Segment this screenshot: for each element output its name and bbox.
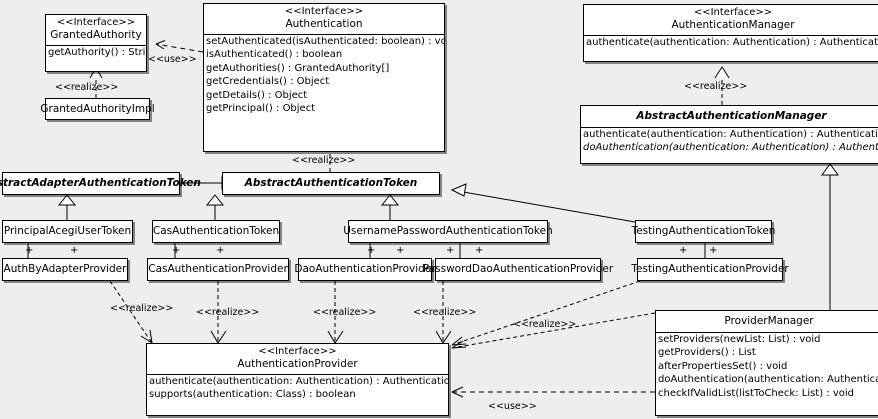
method-row: getDetails() : Object xyxy=(206,89,308,101)
class-methods: setProviders(newList: List) : void getPr… xyxy=(656,333,878,400)
method-row: isAuthenticated() : boolean xyxy=(206,49,343,61)
stereotype-label: <<Interface>> xyxy=(693,7,773,18)
class-username-password-authentication-token[interactable]: UsernamePasswordAuthenticationToken xyxy=(343,220,553,243)
class-name: AbstractAuthenticationManager xyxy=(636,110,827,122)
relationship-label-realize-granted-authority-impl: <<realize>> xyxy=(55,82,119,93)
relationship-label-realize-provider-manager: <<realize>> xyxy=(513,319,577,330)
class-abstract-authentication-manager[interactable]: AbstractAuthenticationManager authentica… xyxy=(580,105,878,164)
method-row: getAuthority() : String xyxy=(48,47,146,58)
class-abstract-authentication-token[interactable]: AbstractAuthenticationToken xyxy=(222,172,440,195)
class-header: <<Interface>> GrantedAuthority xyxy=(46,15,146,46)
class-cas-authentication-token[interactable]: CasAuthenticationToken xyxy=(152,220,280,243)
multiplicity-marker: + xyxy=(475,245,484,256)
class-header: ProviderManager xyxy=(656,311,878,333)
stereotype-label: <<Interface>> xyxy=(258,346,337,357)
method-row: authenticate(authentication: Authenticat… xyxy=(583,129,878,140)
class-cas-authentication-provider[interactable]: CasAuthenticationProvider xyxy=(147,258,289,281)
relationship-label-realize-abstract-authentication-manager: <<realize>> xyxy=(684,81,748,92)
class-testing-authentication-provider[interactable]: TestingAuthenticationProvider xyxy=(631,258,789,281)
class-methods: getAuthority() : String xyxy=(46,46,146,59)
class-authentication-manager[interactable]: <<Interface>> AuthenticationManager auth… xyxy=(583,4,878,62)
class-methods: setAuthenticated(isAuthenticated: boolea… xyxy=(204,35,444,115)
method-row: checkIfValidList(listToCheck: List) : vo… xyxy=(658,387,855,399)
relationship-label-realize-dao-provider: <<realize>> xyxy=(313,307,377,318)
class-abstract-adapter-authentication-token[interactable]: AbstractAdapterAuthenticationToken xyxy=(0,172,201,195)
class-header: <<Interface>> AuthenticationProvider xyxy=(147,344,448,375)
class-name: Authentication xyxy=(285,18,363,30)
class-name: PasswordDaoAuthenticationProvider xyxy=(422,263,614,275)
method-row: doAuthentication(authentication: Authent… xyxy=(583,142,878,154)
method-row: setProviders(newList: List) : void xyxy=(658,334,821,345)
class-auth-by-adapter-provider[interactable]: AuthByAdapterProvider xyxy=(2,258,128,281)
class-password-dao-authentication-provider[interactable]: PasswordDaoAuthenticationProvider xyxy=(423,258,613,281)
relationship-label-use-provider-manager: <<use>> xyxy=(488,401,537,412)
multiplicity-marker: + xyxy=(396,245,405,256)
method-row: afterPropertiesSet() : void xyxy=(658,360,788,372)
class-granted-authority-impl[interactable]: GrantedAuthorityImpl xyxy=(40,98,155,120)
stereotype-label: <<Interface>> xyxy=(56,17,136,28)
method-row: doAuthentication(authentication: Authent… xyxy=(658,374,878,386)
class-header: <<Interface>> AuthenticationManager xyxy=(584,5,878,36)
class-name: TestingAuthenticationToken xyxy=(631,225,776,237)
relationship-label-realize-auth-by-adapter-provider: <<realize>> xyxy=(110,303,174,314)
stereotype-label: <<Interface>> xyxy=(284,6,364,17)
class-name: AbstractAuthenticationToken xyxy=(244,177,418,189)
class-header: <<Interface>> Authentication xyxy=(204,4,444,35)
relationship-label-realize-abstract-authentication-token: <<realize>> xyxy=(292,155,356,166)
class-methods: authenticate(authentication: Authenticat… xyxy=(581,128,878,155)
relationship-label-realize-password-dao-provider: <<realize>> xyxy=(413,307,477,318)
method-row: authenticate(authentication: Authenticat… xyxy=(149,376,448,387)
class-name: AuthenticationProvider xyxy=(237,358,358,370)
multiplicity-marker: + xyxy=(216,245,225,256)
multiplicity-marker: + xyxy=(25,245,34,256)
class-name: GrantedAuthority xyxy=(50,29,142,41)
multiplicity-marker: + xyxy=(367,245,376,256)
method-row: authenticate(authentication: Authenticat… xyxy=(586,37,878,48)
class-dao-authentication-provider[interactable]: DaoAuthenticationProvider xyxy=(294,258,436,281)
relationship-label-realize-cas-provider: <<realize>> xyxy=(196,307,260,318)
class-authentication-provider[interactable]: <<Interface>> AuthenticationProvider aut… xyxy=(146,343,449,416)
class-name: UsernamePasswordAuthenticationToken xyxy=(343,225,553,237)
class-name: PrincipalAcegiUserToken xyxy=(3,225,132,237)
method-row: getCredentials() : Object xyxy=(206,76,330,88)
multiplicity-marker: + xyxy=(709,245,718,256)
class-methods: authenticate(authentication: Authenticat… xyxy=(584,36,878,49)
class-name: AuthenticationManager xyxy=(671,19,795,31)
class-name: AbstractAdapterAuthenticationToken xyxy=(0,177,201,189)
class-name: ProviderManager xyxy=(724,315,814,327)
method-row: supports(authentication: Class) : boolea… xyxy=(149,389,356,401)
class-header: AbstractAuthenticationManager xyxy=(581,106,878,128)
multiplicity-marker: + xyxy=(70,245,79,256)
class-testing-authentication-token[interactable]: TestingAuthenticationToken xyxy=(632,220,775,243)
class-name: CasAuthenticationProvider xyxy=(148,263,288,275)
method-row: getPrincipal() : Object xyxy=(206,103,316,115)
method-row: setAuthenticated(isAuthenticated: boolea… xyxy=(206,36,444,47)
relationship-label-use-granted-authority: <<use>> xyxy=(148,54,197,65)
class-name: DaoAuthenticationProvider xyxy=(294,263,436,275)
multiplicity-marker: + xyxy=(172,245,181,256)
class-methods: authenticate(authentication: Authenticat… xyxy=(147,375,448,402)
class-authentication[interactable]: <<Interface>> Authentication setAuthenti… xyxy=(203,3,445,152)
class-name: CasAuthenticationToken xyxy=(152,225,280,237)
class-granted-authority[interactable]: <<Interface>> GrantedAuthority getAuthor… xyxy=(45,14,147,72)
class-name: TestingAuthenticationProvider xyxy=(631,263,789,275)
method-row: getProviders() : List xyxy=(658,347,756,359)
method-row: getAuthorities() : GrantedAuthority[] xyxy=(206,62,390,74)
class-name: AuthByAdapterProvider xyxy=(3,263,127,275)
class-provider-manager[interactable]: ProviderManager setProviders(newList: Li… xyxy=(655,310,878,416)
class-name: GrantedAuthorityImpl xyxy=(40,102,155,115)
class-principal-acegi-user-token[interactable]: PrincipalAcegiUserToken xyxy=(2,220,133,243)
multiplicity-marker: + xyxy=(446,245,455,256)
multiplicity-marker: + xyxy=(679,245,688,256)
